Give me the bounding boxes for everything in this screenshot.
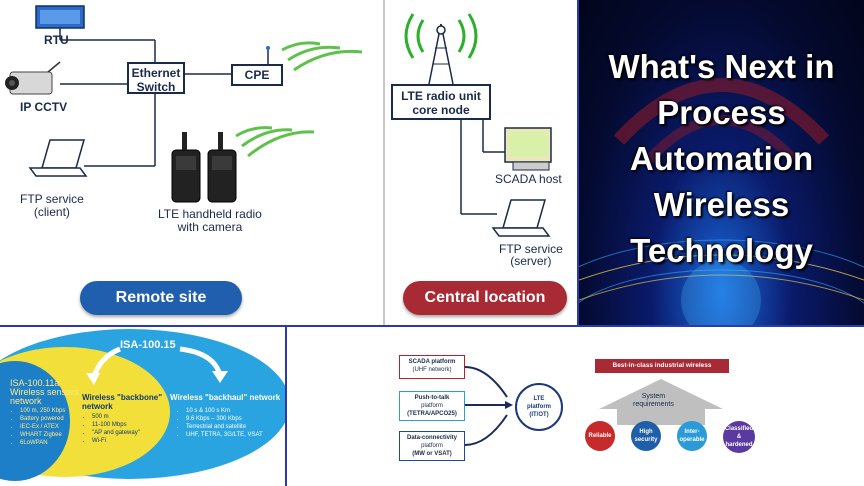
ptt-line1: Push-to-talk xyxy=(414,395,450,401)
isa-sensors-title: ISA-100.11a Wireless sensors network xyxy=(10,379,79,406)
sensors-title-3: network xyxy=(10,396,42,406)
title-line3: Automation xyxy=(629,140,814,177)
sensors-item: WHART Zigbee xyxy=(20,431,65,439)
classified-line2: hardened xyxy=(725,442,753,448)
req-line2: requirements xyxy=(633,401,674,408)
scada-platform-line1: SCADA platform xyxy=(408,359,456,365)
backbone-item: "AP and gateway" xyxy=(92,429,140,437)
backbone-item: Wi-Fi xyxy=(92,437,140,445)
isa-backbone-title: Wireless "backbone" network xyxy=(82,393,162,411)
handheld-line2: with camera xyxy=(177,220,243,234)
handheld-line1: LTE handheld radio xyxy=(158,207,262,221)
data-line2: platform xyxy=(421,443,443,449)
sensors-item: Battery powered xyxy=(20,415,65,423)
classified-line1: Classified & xyxy=(724,426,754,440)
high-security-circle: High security xyxy=(631,421,661,451)
isa-sensors-list: 100 m, 250 Kbps Battery powered IEC-Ex /… xyxy=(10,407,65,447)
backbone-title-1: Wireless "backbone" xyxy=(82,393,162,402)
lte-radio-unit-box: LTE radio unit core node xyxy=(391,84,491,120)
ftp-client-label: FTP service (client) xyxy=(20,193,84,219)
lte-platform-line1: LTE xyxy=(533,396,545,402)
isa-backbone-list: 500 m 11-100 Mbps "AP and gateway" Wi-Fi xyxy=(82,413,140,445)
title-line5: Technology xyxy=(630,232,813,269)
remote-site-wiring xyxy=(5,5,363,203)
scada-host-label: SCADA host xyxy=(495,172,562,186)
backbone-item: 11-100 Mbps xyxy=(92,421,140,429)
divider-top-2 xyxy=(577,0,579,325)
sensors-item: 100 m, 250 Kbps xyxy=(20,407,65,415)
ethernet-switch-line2: Switch xyxy=(136,80,176,94)
scada-platform-box: SCADA platform (UHF network) xyxy=(399,355,465,379)
remote-site-button[interactable]: Remote site xyxy=(80,281,242,315)
data-platform-box: Data-connectivity platform (MW or VSAT) xyxy=(399,431,465,461)
backhaul-item: Terrestrial and satellite xyxy=(186,423,263,431)
isa-backhaul-list: 10 s & 100 s Km 9.6 Kbps – 300 Kbps Terr… xyxy=(176,407,263,439)
ptt-line3: (TETRA/APCO25) xyxy=(407,411,457,417)
ftp-server-label: FTP service (server) xyxy=(499,243,563,267)
backhaul-item: 9.6 Kbps – 300 Kbps xyxy=(186,415,263,423)
remote-site-panel: RTU IP CCTV Ethernet Switch CPE FTP serv… xyxy=(0,0,383,325)
interop-line2: operable xyxy=(679,437,705,443)
scada-platform-line2: (UHF network) xyxy=(412,367,452,373)
isa-backhaul-title: Wireless "backhaul" network xyxy=(170,393,281,402)
main-title: What's Next in Process Automation Wirele… xyxy=(587,44,856,274)
divider-horizontal xyxy=(0,325,864,327)
best-in-class-banner: Best-in-class industrial wireless xyxy=(595,359,729,373)
title-line4: Wireless xyxy=(653,186,790,223)
title-panel: What's Next in Process Automation Wirele… xyxy=(579,0,864,325)
lte-radio-line2: core node xyxy=(412,103,470,117)
rtu-label: RTU xyxy=(44,33,69,47)
divider-top-1 xyxy=(383,0,385,325)
ptt-platform-box: Push-to-talk platform (TETRA/APCO25) xyxy=(399,391,465,421)
central-location-panel: LTE radio unit core node SCADA host FTP … xyxy=(385,0,577,325)
sensors-item: IEC-Ex / ATEX xyxy=(20,423,65,431)
ftp-server-line2: (server) xyxy=(510,254,552,268)
isa-top-label: ISA-100.15 xyxy=(120,339,176,351)
interop-line1: Inter- xyxy=(684,429,700,435)
ftp-client-line1: FTP service xyxy=(20,192,84,206)
cpe-box: CPE xyxy=(231,64,283,86)
ftp-server-line1: FTP service xyxy=(499,242,563,256)
sensors-title-2: Wireless sensors xyxy=(10,387,79,397)
sensors-item: 6LoWPAN xyxy=(20,439,65,447)
security-line1: High xyxy=(639,429,653,435)
sensors-title-1: ISA-100.11a xyxy=(10,378,60,388)
req-line1: System xyxy=(641,393,666,400)
isa-panel: ISA-100.15 ISA-100.11a Wireless sensors … xyxy=(0,327,285,486)
lte-platform-line2: platform xyxy=(527,404,551,410)
classified-hardened-circle: Classified & hardened xyxy=(723,421,755,453)
security-line2: security xyxy=(634,437,658,443)
lte-platform-circle: LTE platform (IT/OT) xyxy=(515,383,563,431)
reliable-label: Reliable xyxy=(588,433,612,439)
system-requirements-label: System requirements xyxy=(633,393,674,409)
lte-radio-line1: LTE radio unit xyxy=(401,89,481,103)
title-line1: What's Next in xyxy=(608,48,835,85)
platform-panel: SCADA platform (UHF network) Push-to-tal… xyxy=(287,327,864,486)
central-location-wiring xyxy=(404,13,552,237)
backbone-item: 500 m xyxy=(92,413,140,421)
title-background-art xyxy=(579,78,864,325)
backbone-title-2: network xyxy=(82,402,113,411)
platform-arrows xyxy=(464,366,723,446)
ftp-client-line2: (client) xyxy=(33,205,70,219)
lte-platform-line3: (IT/OT) xyxy=(529,412,549,418)
backhaul-item: 10 s & 100 s Km xyxy=(186,407,263,415)
ethernet-switch-line1: Ethernet xyxy=(131,66,181,80)
ethernet-switch-box: Ethernet Switch xyxy=(127,62,185,94)
reliable-circle: Reliable xyxy=(585,421,615,451)
ipcctv-label: IP CCTV xyxy=(20,100,68,114)
backhaul-item: UHF, TETRA, 3G/LTE, VSAT xyxy=(186,431,263,439)
isa-arrows xyxy=(86,346,228,385)
handheld-radio-label: LTE handheld radio with camera xyxy=(158,208,262,234)
title-line2: Process xyxy=(657,94,786,131)
interoperable-circle: Inter- operable xyxy=(677,421,707,451)
central-location-button[interactable]: Central location xyxy=(403,281,567,315)
data-line3: (MW or VSAT) xyxy=(412,451,452,457)
divider-bottom xyxy=(285,327,287,486)
cpe-label: CPE xyxy=(244,68,270,82)
ptt-line2: platform xyxy=(421,403,443,409)
data-line1: Data-connectivity xyxy=(406,435,457,441)
